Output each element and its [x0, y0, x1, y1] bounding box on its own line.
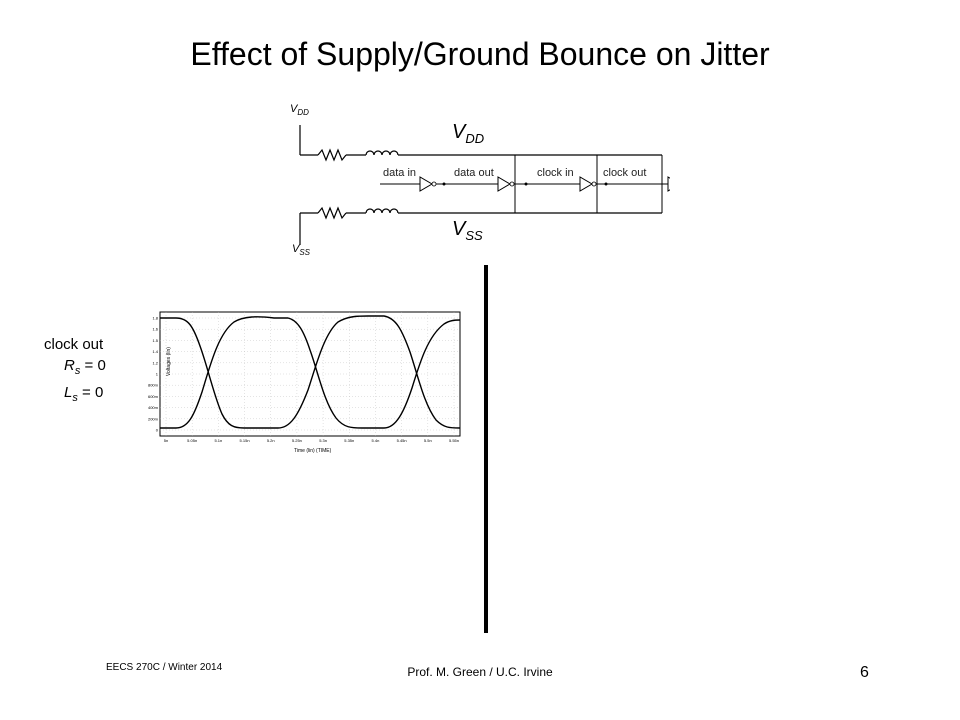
- rs-condition: Rs = 0: [64, 357, 106, 377]
- x-tick-label: 5.1n: [214, 438, 222, 443]
- instructor-footer: Prof. M. Green / U.C. Irvine: [407, 665, 553, 679]
- vdd-label: VDD: [290, 103, 309, 118]
- waveform-plot: 1.8 1.6 1.5 1.4 1.2 1 800m 600m 400m 200m 0 5n 5.05…: [148, 311, 461, 454]
- bottom-resistor: [317, 206, 347, 220]
- y-tick-label: 200m: [148, 416, 159, 421]
- y-tick-label: 800m: [148, 383, 159, 388]
- top-inductor: [365, 150, 399, 156]
- vss-mid-label: VSS: [452, 218, 483, 243]
- top-resistor: [317, 148, 347, 162]
- y-axis-label: Voltages (lin): [166, 347, 172, 376]
- y-tick-label: 1: [156, 372, 159, 377]
- y-tick-label: 1.4: [152, 349, 158, 354]
- circuit-schematic: [299, 125, 670, 245]
- x-tick-label: 5.25n: [292, 438, 302, 443]
- buffer-1: [419, 176, 433, 192]
- x-tick-label: 5.35n: [344, 438, 354, 443]
- vdd-mid-label: VDD: [452, 121, 485, 146]
- x-tick-label: 5n: [164, 438, 168, 443]
- waveform-condition-labels: clock out Rs = 0 Ls = 0: [44, 334, 106, 409]
- y-tick-label: 0: [156, 428, 159, 433]
- y-ticks: 1.8 1.6 1.5 1.4 1.2 1 800m 600m 400m 200m 0: [148, 316, 159, 433]
- x-tick-label: 5.05n: [187, 438, 197, 443]
- x-tick-label: 5.2n: [267, 438, 275, 443]
- x-tick-label: 5.45n: [397, 438, 407, 443]
- signal-label-data-out: data out: [454, 167, 494, 179]
- y-tick-label: 400m: [148, 405, 159, 410]
- course-footer: EECS 270C / Winter 2014: [106, 662, 223, 673]
- buffer-3: [579, 176, 593, 192]
- waveform-trace-b: [160, 316, 461, 429]
- x-tick-label: 5.5n: [424, 438, 432, 443]
- bottom-inductor: [365, 208, 399, 214]
- buffer-2: [497, 176, 511, 192]
- ls-condition: Ls = 0: [64, 384, 104, 404]
- y-tick-label: 1.5: [152, 338, 158, 343]
- y-tick-label: 1.6: [152, 327, 158, 332]
- x-tick-label: 5.15n: [240, 438, 250, 443]
- buffer-4: [667, 176, 670, 192]
- signal-label-clock-in: clock in: [537, 167, 574, 179]
- y-tick-label: 600m: [148, 394, 159, 399]
- vss-label: VSS: [292, 243, 311, 258]
- vertical-divider: [484, 265, 488, 633]
- x-tick-label: 5.4n: [372, 438, 380, 443]
- page-number: 6: [860, 664, 869, 681]
- signal-label-data-in: data in: [383, 167, 417, 179]
- x-tick-label: 5.55n: [449, 438, 459, 443]
- y-tick-label: 1.8: [152, 316, 158, 321]
- slide-title: Effect of Supply/Ground Bounce on Jitter: [190, 36, 770, 72]
- y-tick-label: 1.2: [152, 360, 158, 365]
- waveform-label: clock out: [44, 336, 104, 353]
- waveform-trace-a: [160, 315, 461, 429]
- x-axis-label: Time (lin) (TIME): [294, 448, 332, 454]
- x-tick-label: 5.3n: [319, 438, 327, 443]
- x-ticks: 5n 5.05n 5.1n 5.15n 5.2n 5.25n 5.3n 5.35n 5.4n 5.…: [164, 438, 459, 443]
- signal-label-clock-out: clock out: [603, 167, 647, 179]
